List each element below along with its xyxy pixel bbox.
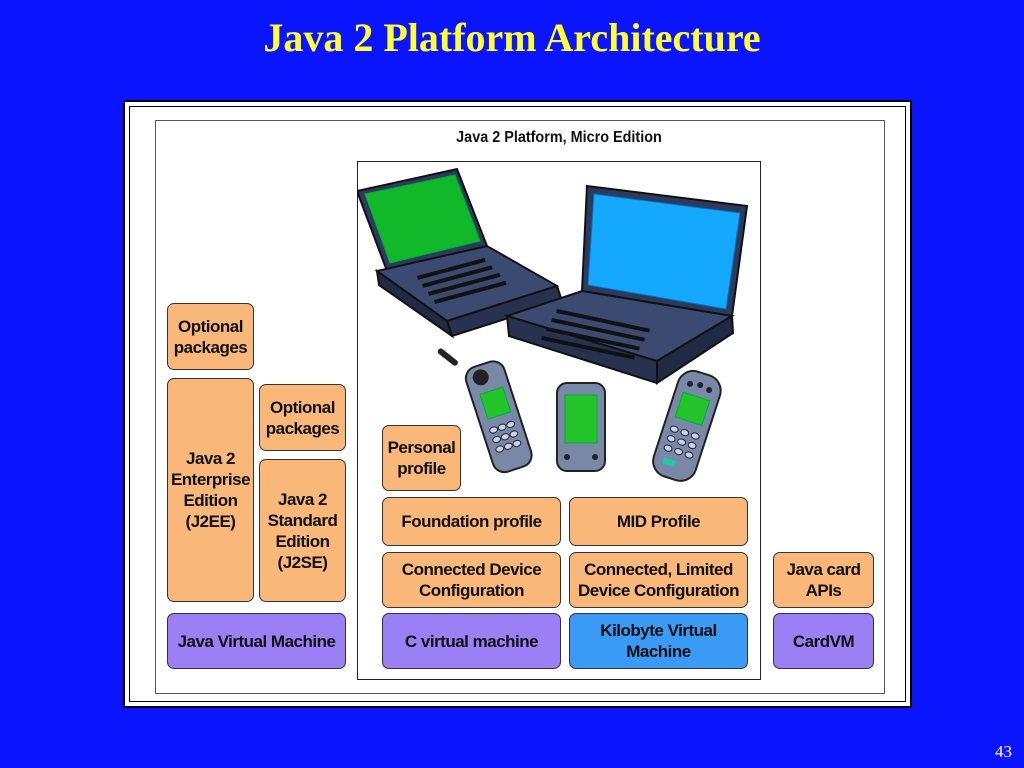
pda-icon <box>556 382 606 472</box>
foundation-profile-block: Foundation profile <box>382 497 561 546</box>
connected-device-configuration-block: Connected Device Configuration <box>382 552 561 608</box>
cardvm-block: CardVM <box>773 613 874 669</box>
personal-profile-block: Personal profile <box>382 425 461 491</box>
java-virtual-machine-block: Java Virtual Machine <box>167 613 346 669</box>
mobile-phone-icon <box>437 348 533 474</box>
c-virtual-machine-block: C virtual machine <box>382 613 561 669</box>
java-card-apis-block: Java card APIs <box>773 552 874 608</box>
j2se-optional-packages-block: Optional packages <box>259 384 346 451</box>
devices-illustration <box>357 167 749 482</box>
j2se-block: Java 2 Standard Edition (J2SE) <box>259 459 346 602</box>
micro-edition-title: Java 2 Platform, Micro Edition <box>456 129 662 146</box>
slide-title: Java 2 Platform Architecture <box>263 15 761 60</box>
laptop-right-icon <box>503 184 749 385</box>
j2ee-block: Java 2 Enterprise Edition (J2EE) <box>167 378 254 602</box>
j2ee-optional-packages-block: Optional packages <box>167 303 254 370</box>
cell-phone-icon <box>652 369 722 482</box>
kilobyte-virtual-machine-block: Kilobyte Virtual Machine <box>569 613 748 669</box>
page-number: 43 <box>995 742 1012 761</box>
figure-inner-border <box>129 106 906 702</box>
cldc-configuration-block: Connected, Limited Device Configuration <box>569 552 748 608</box>
mid-profile-block: MID Profile <box>569 497 748 546</box>
laptop-left-icon <box>357 167 564 339</box>
